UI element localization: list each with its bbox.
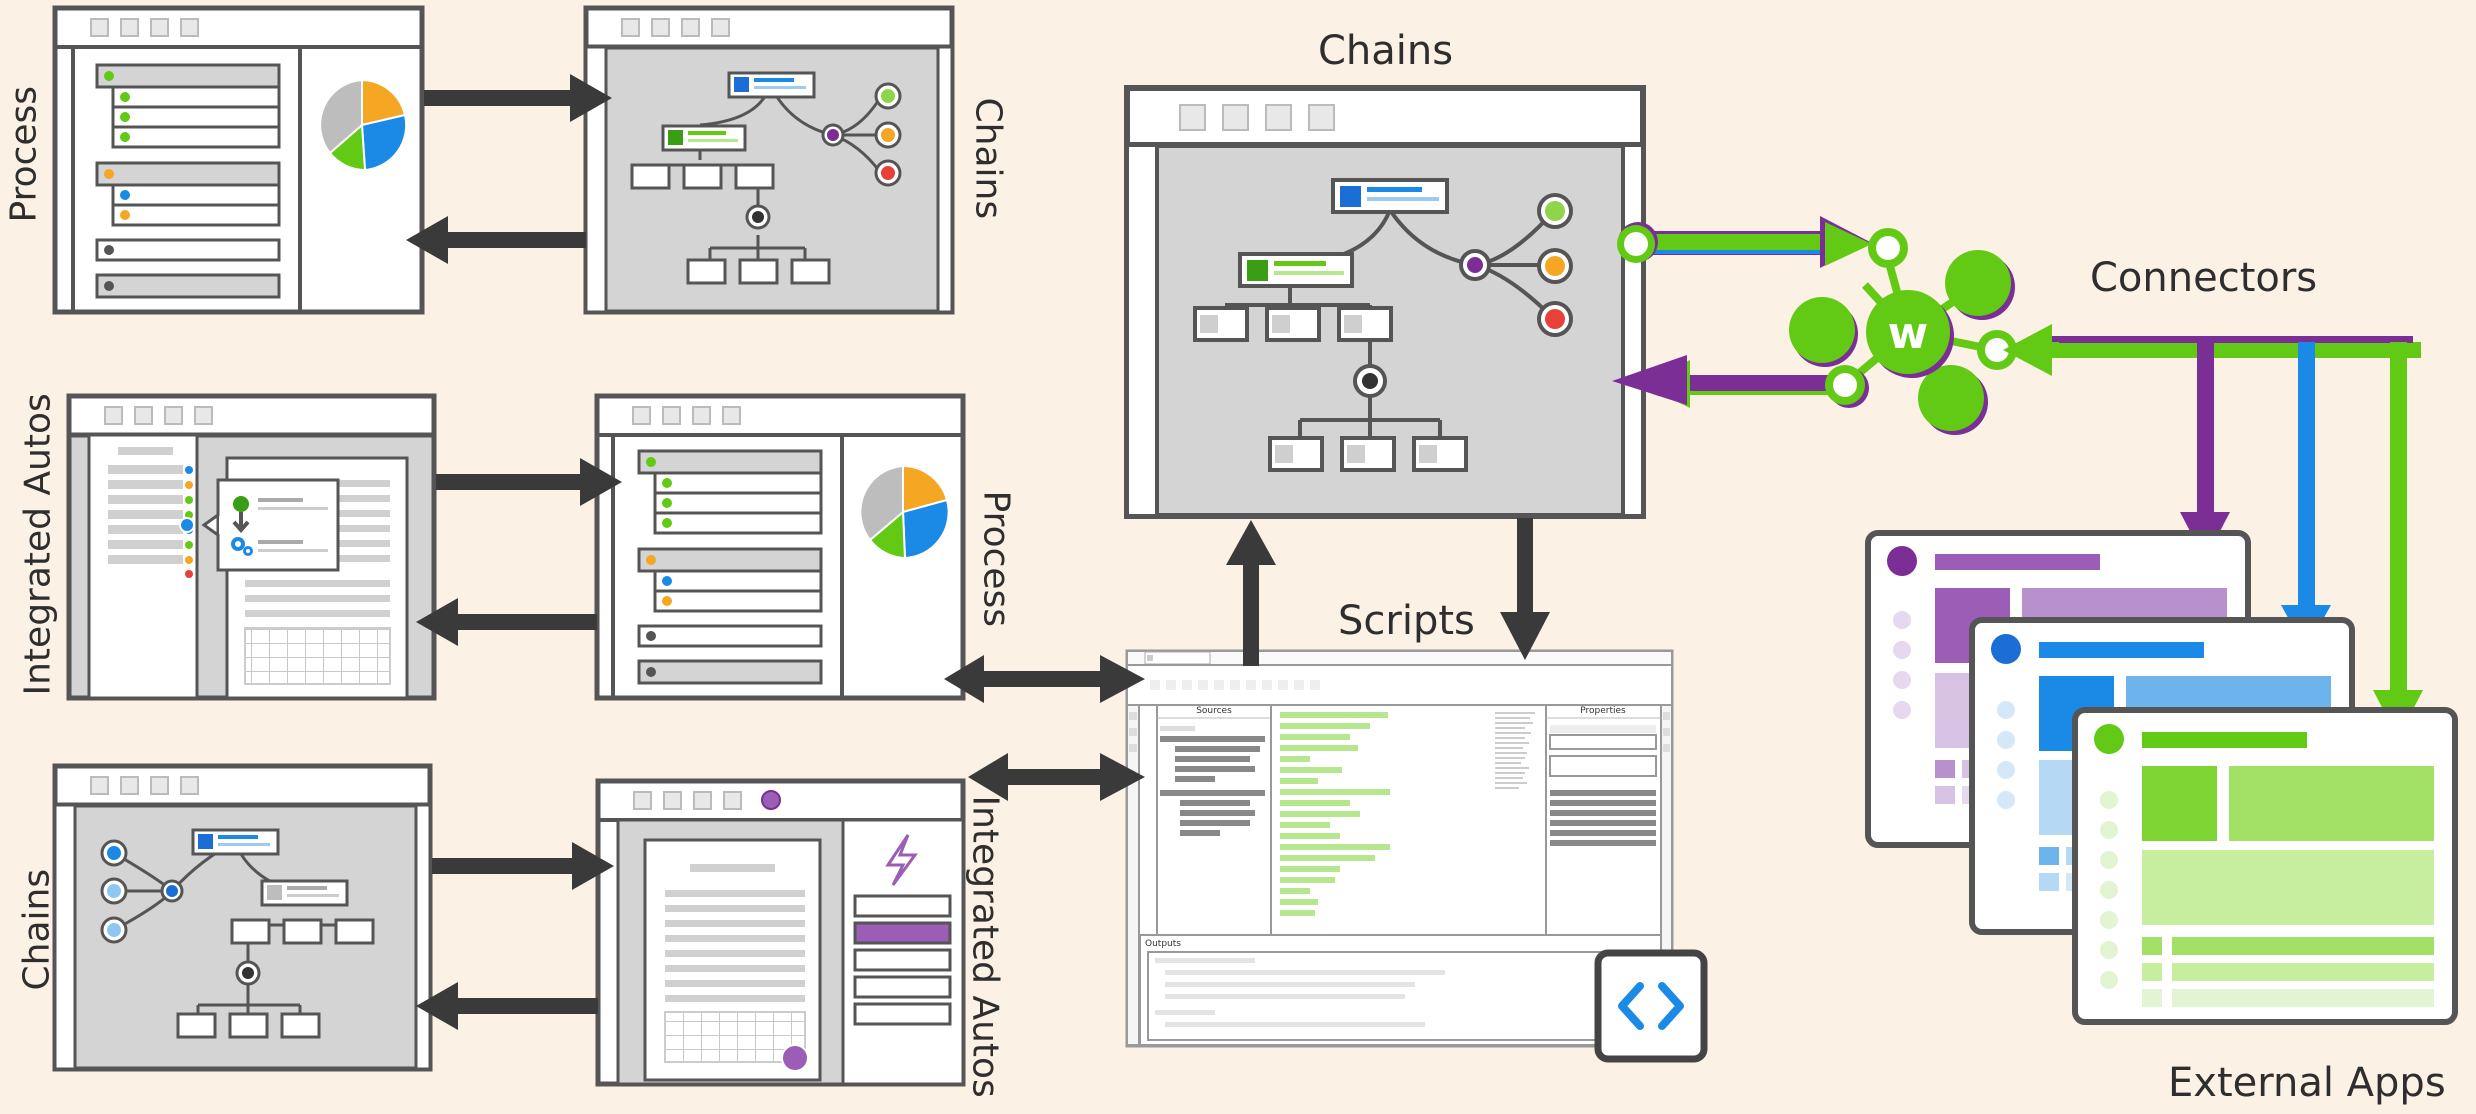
scripts-window: Sources	[1125, 649, 1708, 1063]
popup-menu	[201, 478, 340, 572]
connector-hub-icon: w	[1789, 228, 2017, 435]
arrow-chains-to-scripts	[1500, 518, 1550, 660]
arrow-connectors-to-apps	[2003, 324, 2423, 738]
sources-header: Sources	[1196, 706, 1232, 716]
arrow-chains-to-autos	[432, 842, 614, 890]
chains-window-bottom	[52, 763, 433, 1072]
arrow-process-to-autos	[416, 598, 597, 646]
process-task-list	[95, 63, 281, 299]
process-window-top	[52, 5, 425, 315]
process-window-mid	[594, 393, 966, 701]
arrow-scripts-to-chains	[1226, 520, 1276, 666]
chains-window-center	[1124, 85, 1646, 519]
arrow-chains-to-process	[406, 216, 586, 264]
outputs-header: Outputs	[1145, 939, 1181, 949]
logo-glyph: w	[1888, 308, 1929, 359]
lightning-icon	[885, 834, 918, 886]
label-external-apps: External Apps	[2168, 1060, 2446, 1106]
label-connectors: Connectors	[2090, 255, 2318, 301]
arrow-autos-to-chains	[416, 982, 598, 1030]
arrow-process-scripts	[944, 655, 1145, 703]
integrated-autos-window-bottom	[595, 778, 966, 1087]
label-integrated-autos-mid: Integrated Autos	[17, 393, 59, 696]
label-process-top: Process	[3, 85, 45, 223]
integrated-autos-window-mid	[66, 393, 437, 701]
chains-window-top	[583, 5, 955, 315]
label-chains-center: Chains	[1318, 28, 1454, 74]
label-chains-top: Chains	[967, 97, 1009, 220]
pie-chart-icon	[859, 464, 950, 560]
gear-icon	[231, 537, 253, 556]
code-lines	[1280, 712, 1390, 916]
label-process-mid: Process	[975, 490, 1017, 628]
arrow-connectors-to-chains	[1612, 355, 1845, 408]
arrow-chains-to-connectors	[1617, 216, 1872, 268]
code-brackets-icon	[1594, 949, 1708, 1063]
pie-chart-icon	[319, 78, 408, 172]
arrow-autos-scripts	[968, 753, 1145, 801]
label-scripts: Scripts	[1338, 598, 1475, 644]
arrow-process-to-chains	[424, 74, 612, 122]
label-integrated-autos-bottom: Integrated Autos	[964, 795, 1006, 1098]
label-chains-bottom: Chains	[16, 868, 58, 991]
properties-header: Properties	[1580, 706, 1626, 716]
arrow-autos-to-process	[436, 458, 622, 506]
window-control-icons	[90, 18, 199, 37]
external-app-green	[2072, 707, 2458, 1025]
